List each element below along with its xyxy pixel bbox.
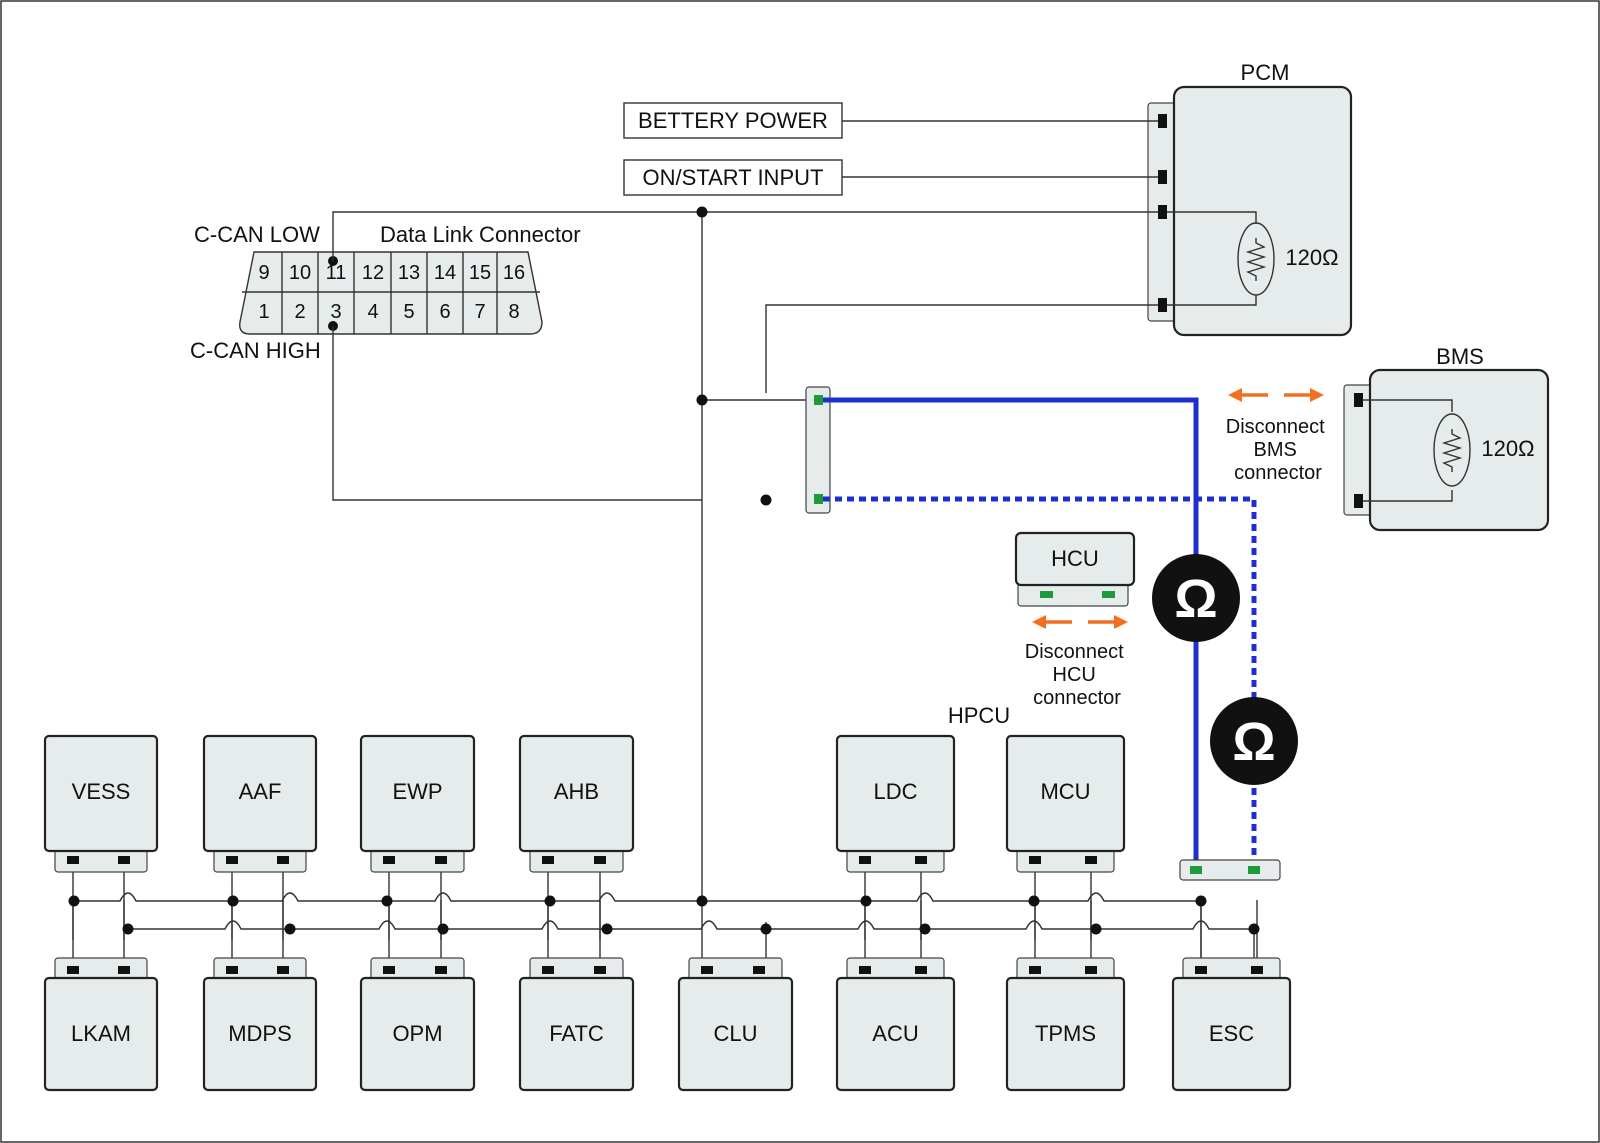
- junction-dots: [68, 206, 1260, 935]
- module-esc: ESC: [1171, 957, 1292, 1092]
- junction-dot: [919, 923, 931, 935]
- module-label: OPM: [392, 1021, 442, 1046]
- data-link-connector: C-CAN LOW Data Link Connector C-CAN HIGH: [190, 222, 581, 363]
- dlc-pin-14: 14: [434, 262, 456, 284]
- dlc-pin-9: 9: [258, 262, 269, 284]
- junction-dot: [1248, 923, 1260, 935]
- module-label: MCU: [1040, 779, 1090, 804]
- bms-resistor-value: 120Ω: [1481, 436, 1534, 461]
- junction-dot: [437, 923, 449, 935]
- junction-dot: [1195, 895, 1207, 907]
- hcu-disconnect-arrows: [1032, 615, 1128, 629]
- dlc-pin-13: 13: [398, 262, 420, 284]
- junction-dot: [760, 923, 772, 935]
- on-start-input-label: ON/START INPUT: [643, 165, 824, 190]
- junction-dot: [760, 494, 772, 506]
- dlc-pin-2: 2: [294, 301, 305, 323]
- junction-dot: [696, 895, 708, 907]
- module-label: ESC: [1209, 1021, 1254, 1046]
- dlc-pin-1: 1: [258, 301, 269, 323]
- module-ldc: LDC: [835, 734, 956, 873]
- bms-disconnect-note: Disconnect BMS connector: [1226, 416, 1331, 484]
- can-bus-lines: [72, 864, 1258, 966]
- module-mcu: MCU: [1005, 734, 1126, 873]
- module-label: ACU: [872, 1021, 918, 1046]
- dlc-pin-8: 8: [508, 301, 519, 323]
- battery-power-box: BETTERY POWER: [623, 102, 843, 139]
- module-label: MDPS: [228, 1021, 292, 1046]
- junction-dot: [68, 895, 80, 907]
- module-label: FATC: [549, 1021, 604, 1046]
- junction-dot: [227, 895, 239, 907]
- dlc-pin-16: 16: [503, 262, 525, 284]
- junction-dot: [122, 923, 134, 935]
- can-low-bus: [74, 892, 1201, 902]
- module-label: VESS: [72, 779, 131, 804]
- hpcu-label: HPCU: [948, 703, 1010, 728]
- hcu-label: HCU: [1051, 546, 1099, 571]
- module-label: AAF: [239, 779, 282, 804]
- junction-dot: [544, 895, 556, 907]
- module-acu: ACU: [835, 957, 956, 1092]
- module-fatc: FATC: [518, 957, 635, 1092]
- module-boxes: VESS AAF EWP AHB LDC MCU LKAM MDPS OPM FATC CLU ACU…: [43, 734, 1292, 1092]
- can-high-bus: [128, 920, 1254, 930]
- dlc-title: Data Link Connector: [380, 222, 581, 247]
- module-aaf: AAF: [202, 734, 318, 873]
- junction-dot: [696, 394, 708, 406]
- junction-dot: [1090, 923, 1102, 935]
- module-label: AHB: [554, 779, 599, 804]
- ohmmeter-2: Ω: [1210, 697, 1298, 785]
- dlc-pin-10: 10: [289, 262, 311, 284]
- module-label: TPMS: [1035, 1021, 1096, 1046]
- bms-module: BMS 120Ω: [1343, 344, 1550, 532]
- bms-disconnect-arrows: [1228, 388, 1324, 402]
- module-label: LKAM: [71, 1021, 131, 1046]
- battery-power-label: BETTERY POWER: [638, 108, 828, 133]
- module-tpms: TPMS: [1005, 957, 1126, 1092]
- module-lkam: LKAM: [43, 957, 159, 1092]
- hcu-module: HCU: [1014, 531, 1136, 607]
- module-ahb: AHB: [518, 734, 635, 873]
- ohm-symbol-1: Ω: [1174, 569, 1217, 629]
- c-can-low-label: C-CAN LOW: [194, 222, 320, 247]
- module-mdps: MDPS: [202, 957, 318, 1092]
- center-junction-connector: [805, 386, 831, 514]
- dlc-pin-15: 15: [469, 262, 491, 284]
- pcm-resistor-value: 120Ω: [1285, 245, 1338, 270]
- esc-upper-connector: [1179, 859, 1281, 881]
- junction-dot: [381, 895, 393, 907]
- dlc-pin-4: 4: [367, 301, 378, 323]
- dlc-pin-5: 5: [403, 301, 414, 323]
- module-ewp: EWP: [359, 734, 476, 873]
- junction-dot: [696, 206, 708, 218]
- ohm-symbol-2: Ω: [1232, 712, 1275, 772]
- dlc-pin-3: 3: [330, 301, 341, 323]
- c-can-high-label: C-CAN HIGH: [190, 338, 321, 363]
- on-start-input-box: ON/START INPUT: [623, 159, 843, 196]
- pcm-module: PCM 120Ω: [1147, 60, 1353, 337]
- module-label: CLU: [713, 1021, 757, 1046]
- dlc-pin-6: 6: [439, 301, 450, 323]
- module-clu: CLU: [677, 957, 794, 1092]
- junction-dot: [601, 923, 613, 935]
- pcm-label: PCM: [1241, 60, 1290, 85]
- module-label: LDC: [873, 779, 917, 804]
- module-label: EWP: [392, 779, 442, 804]
- junction-dot: [1028, 895, 1040, 907]
- can-wiring: [332, 120, 1158, 922]
- dlc-pin-12: 12: [362, 262, 384, 284]
- ohmmeter-1: Ω: [1152, 554, 1240, 642]
- dlc-pin-7: 7: [474, 301, 485, 323]
- junction-dot: [284, 923, 296, 935]
- junction-dot: [860, 895, 872, 907]
- module-vess: VESS: [43, 734, 159, 873]
- module-opm: OPM: [359, 957, 476, 1092]
- hcu-disconnect-note: Disconnect HCU connector: [1025, 641, 1130, 709]
- bms-label: BMS: [1436, 344, 1484, 369]
- dlc-pin-11: 11: [326, 262, 347, 284]
